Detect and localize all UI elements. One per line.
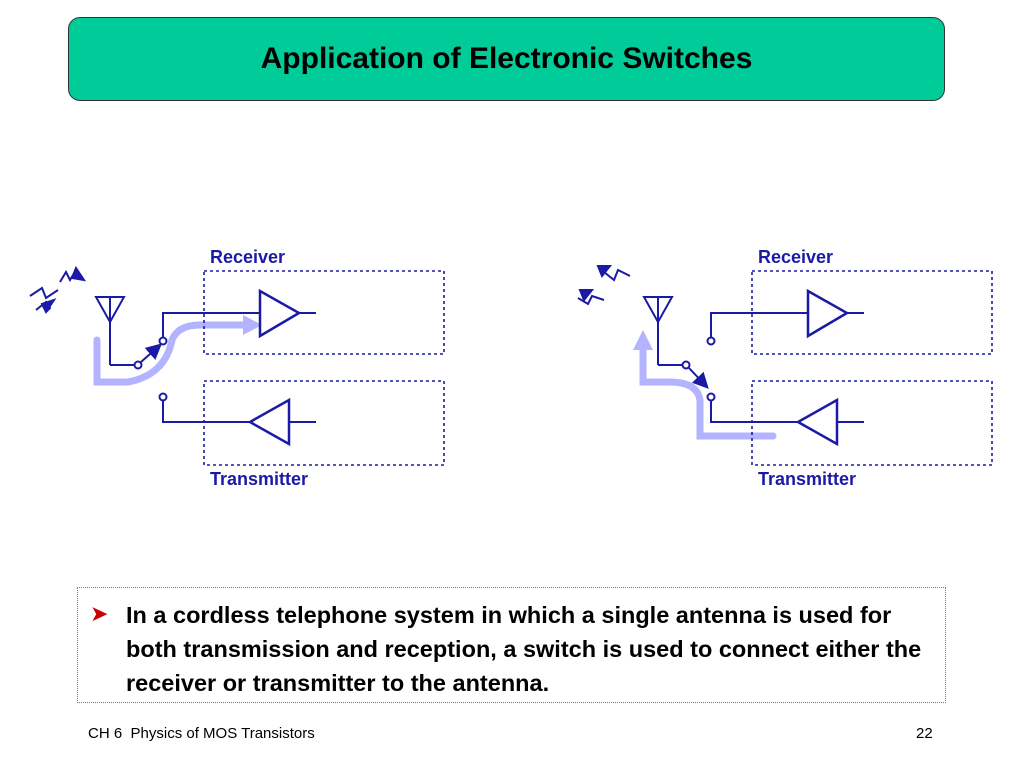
receiver-amplifier-icon [806, 288, 850, 339]
receiver-label: Receiver [758, 247, 833, 267]
transmitter-block [203, 380, 445, 466]
footer-page-number: 22 [916, 725, 933, 742]
rf-switch [681, 336, 716, 402]
transmit-mode-diagram: Receiver Transmitter [577, 247, 993, 489]
receiver-block [203, 270, 445, 355]
transmitter-block [751, 380, 993, 466]
receiver-block [751, 270, 993, 355]
note-box: ➤ In a cordless telephone system in whic… [77, 587, 946, 703]
footer-chapter: CH 6 Physics of MOS Transistors [88, 725, 315, 742]
red-arrow-bullet-icon: ➤ [90, 602, 109, 627]
title-banner: Application of Electronic Switches [68, 17, 945, 101]
antenna-icon [94, 296, 135, 366]
receiver-label: Receiver [210, 247, 285, 267]
signal-path-receive [93, 321, 249, 386]
transmitter-amplifier-icon [247, 397, 291, 447]
signal-arrow-head [243, 315, 262, 335]
signal-arrow-head [633, 330, 653, 350]
note-text: In a cordless telephone system in which … [126, 602, 922, 696]
transmitter-label: Transmitter [758, 469, 856, 489]
slide-title: Application of Electronic Switches [260, 42, 753, 75]
outgoing-wave-icon [577, 265, 631, 306]
transmitter-amplifier-icon [795, 397, 839, 447]
signal-path-transmit [639, 341, 777, 440]
transmitter-label: Transmitter [210, 469, 308, 489]
rf-switch [133, 336, 168, 402]
receiver-amplifier-icon [258, 288, 302, 339]
receive-mode-diagram: Receiver Transmitter [29, 247, 445, 489]
antenna-icon [642, 296, 683, 366]
switch-diagrams: Receiver Transmitter [29, 247, 993, 489]
incoming-wave-icon [29, 265, 87, 314]
